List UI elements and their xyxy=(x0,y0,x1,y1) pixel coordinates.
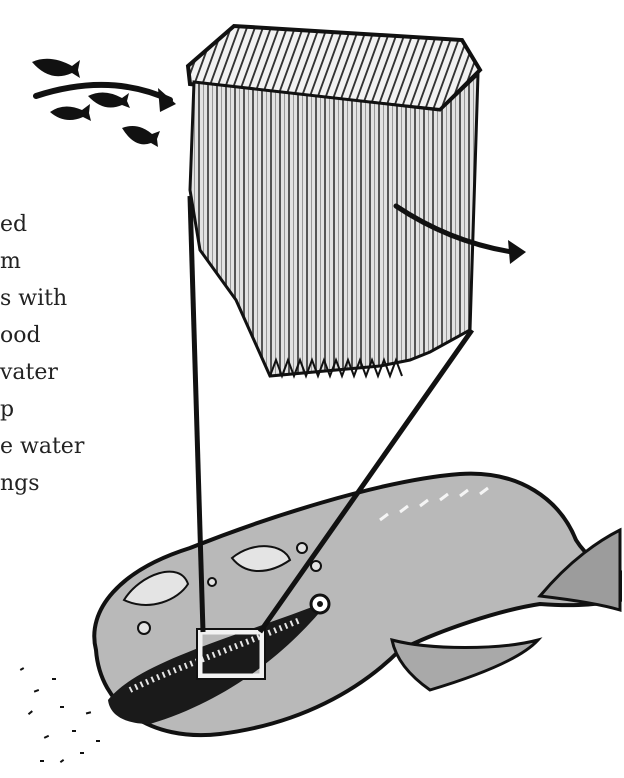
barnacle xyxy=(208,578,216,586)
caption-line: e water xyxy=(0,428,200,465)
pectoral-fin xyxy=(392,640,538,690)
caption-line: s with xyxy=(0,280,200,317)
fish-school xyxy=(32,59,160,147)
whale-pupil xyxy=(317,601,323,607)
fish-icon xyxy=(50,104,91,121)
fish-icon xyxy=(32,59,80,78)
fish-icon xyxy=(88,92,130,108)
fish-icon xyxy=(122,126,160,147)
expelled-sediment xyxy=(20,667,100,763)
baleen-magnified xyxy=(188,26,480,376)
barnacle xyxy=(138,622,150,634)
caption-line: m xyxy=(0,243,200,280)
outflow-arrowhead xyxy=(508,240,526,264)
inflow-arrowhead xyxy=(158,88,176,112)
barnacle xyxy=(311,561,321,571)
caption-line: ood xyxy=(0,317,200,354)
baleen-bristles xyxy=(190,74,478,376)
caption-line: p xyxy=(0,391,200,428)
barnacle xyxy=(297,543,307,553)
caption-text: ed m s with ood vater p e water ngs xyxy=(0,206,200,502)
caption-line: vater xyxy=(0,354,200,391)
caption-line: ngs xyxy=(0,465,200,502)
gray-whale xyxy=(94,474,620,735)
caption-line: ed xyxy=(0,206,200,243)
